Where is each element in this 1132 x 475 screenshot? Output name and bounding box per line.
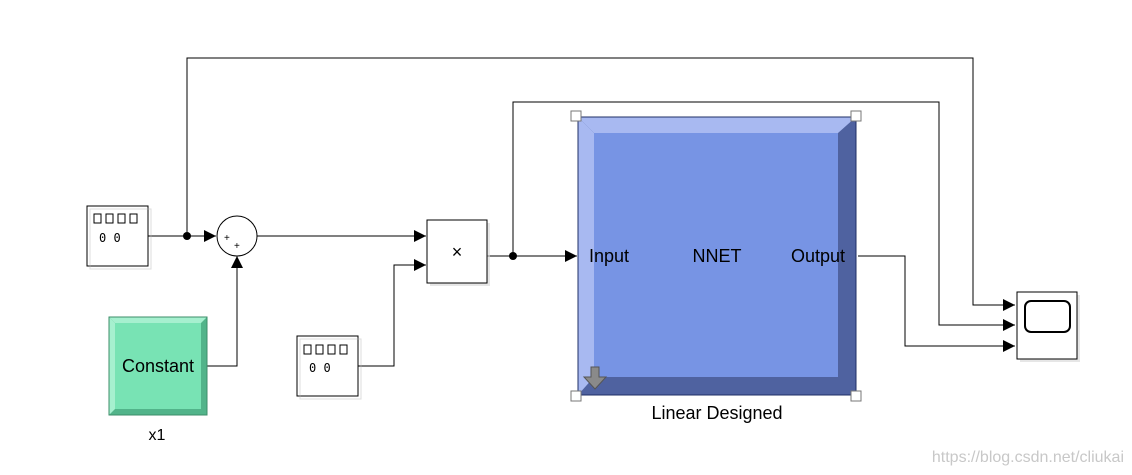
nnet-input-port-label: Input [589, 246, 629, 266]
sum-sign-top: + [224, 233, 230, 244]
signal-line-constant-to-sum[interactable] [207, 256, 243, 367]
product-block[interactable]: × [426, 219, 490, 286]
constant-caption: x1 [149, 427, 166, 444]
nnet-caption: Linear Designed [651, 403, 782, 423]
look-under-mask-icon[interactable] [582, 366, 608, 390]
watermark: https://blog.csdn.net/cliukai [932, 449, 1124, 466]
signal-line-display2-to-product[interactable] [358, 259, 426, 367]
display-block-1[interactable]: 0 0 [86, 205, 152, 270]
display-block-2[interactable]: 0 0 [296, 335, 362, 400]
display-digit-boxes [93, 213, 138, 224]
signal-lines [148, 57, 1015, 367]
display-value: 0 0 [99, 231, 121, 245]
sum-sign-bottom: + [234, 241, 240, 252]
scope-screen-icon [1024, 300, 1071, 333]
display-value: 0 0 [309, 361, 331, 375]
constant-label: Constant [122, 356, 194, 376]
branch-point [509, 252, 517, 260]
constant-block[interactable]: Constant [108, 316, 208, 416]
sum-block[interactable]: + + [216, 215, 258, 257]
nnet-output-port-label: Output [791, 246, 845, 266]
selection-handles[interactable] [570, 110, 862, 402]
branch-point [183, 232, 191, 240]
nnet-block[interactable]: Input NNET Output [577, 116, 857, 396]
scope-block[interactable] [1016, 291, 1080, 362]
product-symbol: × [452, 242, 463, 262]
nnet-title: NNET [693, 246, 742, 266]
signal-line-product-to-scope[interactable] [512, 101, 1015, 331]
display-digit-boxes [303, 344, 348, 355]
signal-line-display-to-scope[interactable] [186, 57, 1015, 311]
signal-line-nnet-to-scope[interactable] [858, 255, 1015, 352]
